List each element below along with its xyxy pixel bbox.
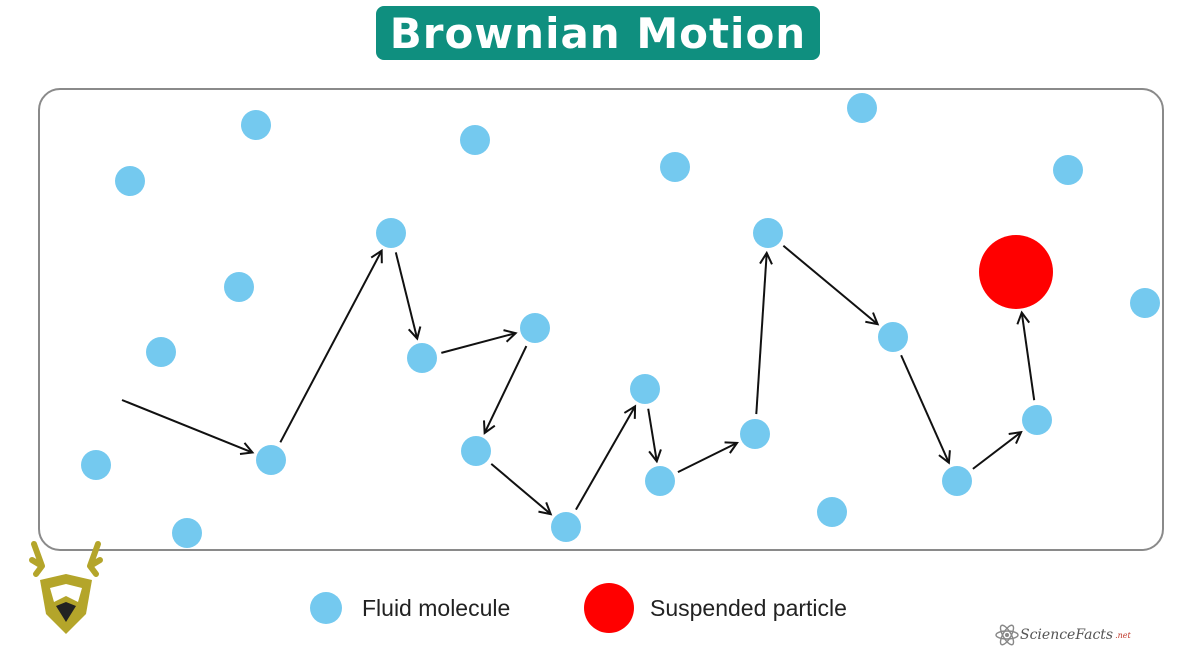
watermark-text: ScienceFacts xyxy=(1020,627,1114,643)
fluid-molecule-7 xyxy=(376,218,406,248)
fluid-molecule-12 xyxy=(520,313,550,343)
motion-arrow-12 xyxy=(900,354,949,462)
suspended-particle-swatch xyxy=(584,583,634,633)
motion-arrow-1 xyxy=(121,399,252,453)
fluid-molecule-16 xyxy=(1022,405,1052,435)
fluid-molecule-10 xyxy=(1130,288,1160,318)
motion-arrow-8 xyxy=(647,408,657,462)
fluid-molecule-21 xyxy=(645,466,675,496)
atom-icon xyxy=(995,624,1019,646)
fluid-molecule-9 xyxy=(224,272,254,302)
fluid-molecule-13 xyxy=(407,343,437,373)
legend: Fluid molecule Suspended particle xyxy=(0,583,1200,633)
fluid-molecule-22 xyxy=(942,466,972,496)
motion-arrow-3 xyxy=(394,252,417,338)
motion-arrow-9 xyxy=(677,443,737,474)
fluid-molecule-1 xyxy=(241,110,271,140)
title-badge: Brownian Motion xyxy=(376,6,820,60)
suspended-particle xyxy=(979,235,1053,309)
fluid-molecule-8 xyxy=(753,218,783,248)
fluid-molecule-20 xyxy=(740,419,770,449)
legend-label-fluid: Fluid molecule xyxy=(362,594,511,621)
fluid-molecule-4 xyxy=(660,152,690,182)
fluid-molecule-18 xyxy=(256,445,286,475)
motion-arrow-5 xyxy=(485,345,528,433)
fluid-molecule-5 xyxy=(1053,155,1083,185)
fluid-molecule-17 xyxy=(81,450,111,480)
motion-arrow-7 xyxy=(575,406,635,511)
motion-arrow-13 xyxy=(972,432,1021,470)
fluid-molecule-swatch xyxy=(310,592,342,624)
fluid-container xyxy=(38,88,1164,551)
fluid-molecule-23 xyxy=(817,497,847,527)
fluid-molecule-25 xyxy=(551,512,581,542)
motion-arrow-2 xyxy=(279,251,381,443)
fluid-molecule-2 xyxy=(460,125,490,155)
motion-arrow-6 xyxy=(490,463,550,514)
fluid-molecule-3 xyxy=(847,93,877,123)
fluid-molecule-19 xyxy=(461,436,491,466)
watermark-suffix: .net xyxy=(1115,630,1131,640)
fluid-molecule-6 xyxy=(115,166,145,196)
legend-item-particle: Suspended particle xyxy=(584,583,847,633)
fluid-molecule-14 xyxy=(878,322,908,352)
watermark: ScienceFacts .net xyxy=(994,622,1131,648)
motion-arrow-10 xyxy=(755,253,766,415)
fluid-molecule-11 xyxy=(146,337,176,367)
fluid-molecule-24 xyxy=(172,518,202,548)
diagram-title: Brownian Motion xyxy=(389,8,807,58)
motion-arrow-4 xyxy=(441,333,515,354)
deer-shield-logo-icon xyxy=(20,530,112,642)
legend-label-particle: Suspended particle xyxy=(650,594,847,621)
motion-arrow-14 xyxy=(1022,313,1036,401)
fluid-molecule-15 xyxy=(630,374,660,404)
legend-item-fluid: Fluid molecule xyxy=(310,586,510,630)
motion-arrow-11 xyxy=(782,245,877,324)
